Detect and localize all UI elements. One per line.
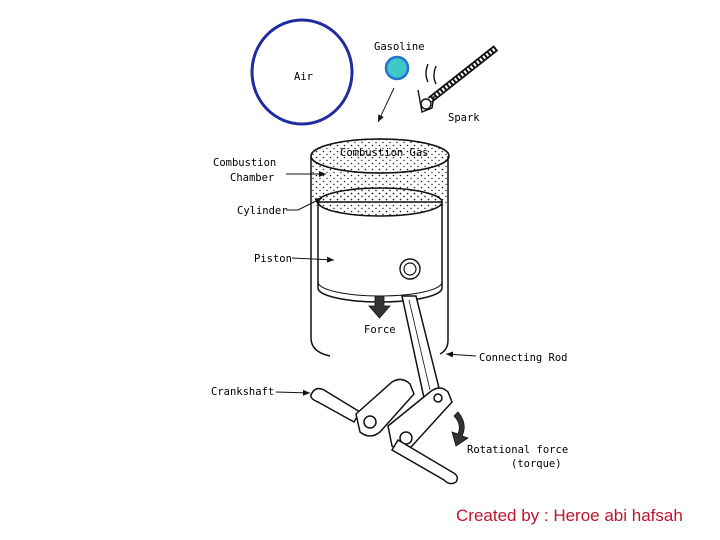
- credit-text: Created by : Heroe abi hafsah: [456, 506, 683, 525]
- label-connecting-rod: Connecting Rod: [479, 352, 568, 364]
- label-force: Force: [364, 324, 396, 336]
- label-rotational-force-2: (torque): [511, 458, 562, 470]
- label-spark: Spark: [448, 112, 480, 124]
- combustion-gas-top: [310, 138, 450, 174]
- force-arrow-icon: [368, 295, 391, 319]
- label-crankshaft: Crankshaft: [211, 386, 274, 398]
- piston-shape: [317, 187, 443, 303]
- gasoline-drop: [384, 55, 410, 81]
- label-piston: Piston: [254, 253, 292, 265]
- spark-plug-icon: [417, 45, 499, 113]
- crankshaft-shape: [310, 378, 459, 485]
- label-combustion-chamber-2: Chamber: [230, 172, 274, 184]
- label-combustion-chamber-1: Combustion: [213, 157, 276, 169]
- air-circle: [250, 18, 354, 126]
- label-gasoline: Gasoline: [374, 41, 425, 53]
- rotational-arrow-icon: [451, 411, 469, 447]
- label-cylinder: Cylinder: [237, 205, 288, 217]
- leader-lines: [275, 87, 477, 396]
- label-air: Air: [294, 71, 313, 83]
- label-combustion-gas: Combustion Gas: [340, 147, 429, 159]
- label-rotational-force-1: Rotational force: [467, 444, 568, 456]
